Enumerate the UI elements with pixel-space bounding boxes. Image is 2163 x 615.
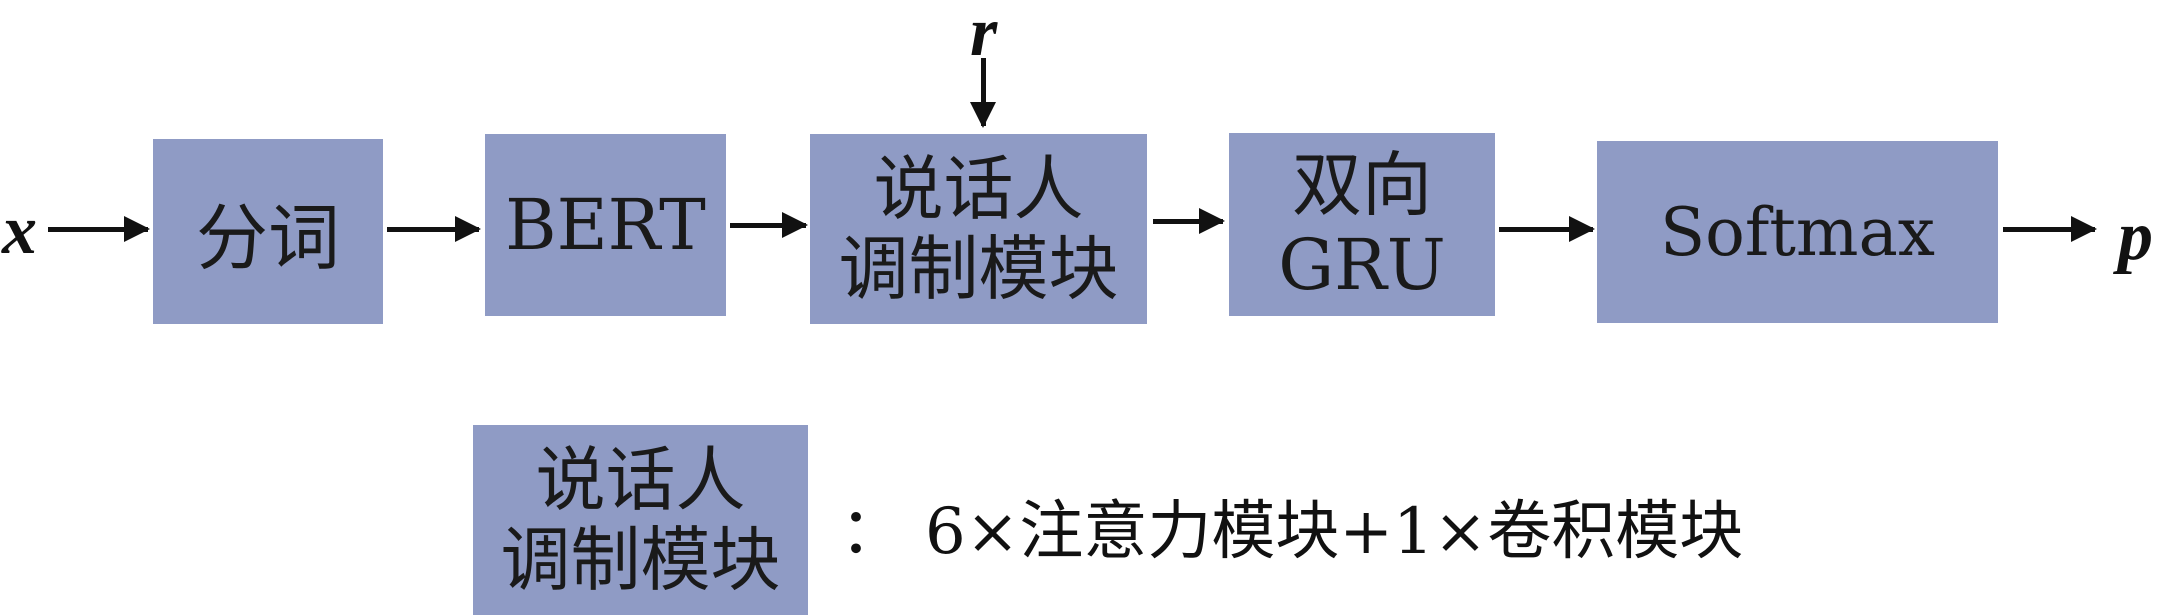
output-variable-p: p	[2118, 198, 2153, 275]
speaker-modulation-label-line1: 说话人	[873, 148, 1084, 230]
segmentation-box: 分词	[153, 139, 383, 324]
bert-label: BERT	[505, 184, 706, 266]
input-variable-x: x	[2, 192, 37, 269]
speaker-modulation-label-line2: 调制模块	[838, 228, 1119, 310]
arrow-r-to-speaker-module	[970, 58, 996, 128]
bigru-label-line1: 双向	[1292, 143, 1432, 226]
bigru-box: 双向 GRU	[1229, 133, 1495, 316]
softmax-box: Softmax	[1597, 141, 1998, 323]
speaker-modulation-box: 说话人 调制模块	[810, 134, 1147, 324]
segmentation-label: 分词	[195, 196, 340, 280]
arrow-bigru-to-softmax	[1499, 216, 1595, 242]
arrow-bert-to-speaker-module	[730, 212, 808, 238]
softmax-label: Softmax	[1659, 193, 1936, 271]
bigru-label-line2: GRU	[1278, 223, 1446, 306]
arrow-x-to-segmentation	[48, 216, 150, 242]
arrow-softmax-to-p	[2003, 216, 2097, 242]
speaker-variable-r: r	[970, 0, 998, 71]
arrow-speaker-module-to-bigru	[1153, 208, 1225, 234]
legend-box-label-line2: 调制模块	[500, 519, 781, 601]
legend-speaker-modulation-box: 说话人 调制模块	[473, 425, 808, 615]
legend-colon: ：	[840, 495, 904, 569]
bert-box: BERT	[485, 134, 726, 316]
legend-box-label-line1: 说话人	[535, 439, 746, 521]
arrow-segmentation-to-bert	[387, 216, 481, 242]
legend-definition: 6×注意力模块+1×卷积模块	[925, 495, 1744, 569]
